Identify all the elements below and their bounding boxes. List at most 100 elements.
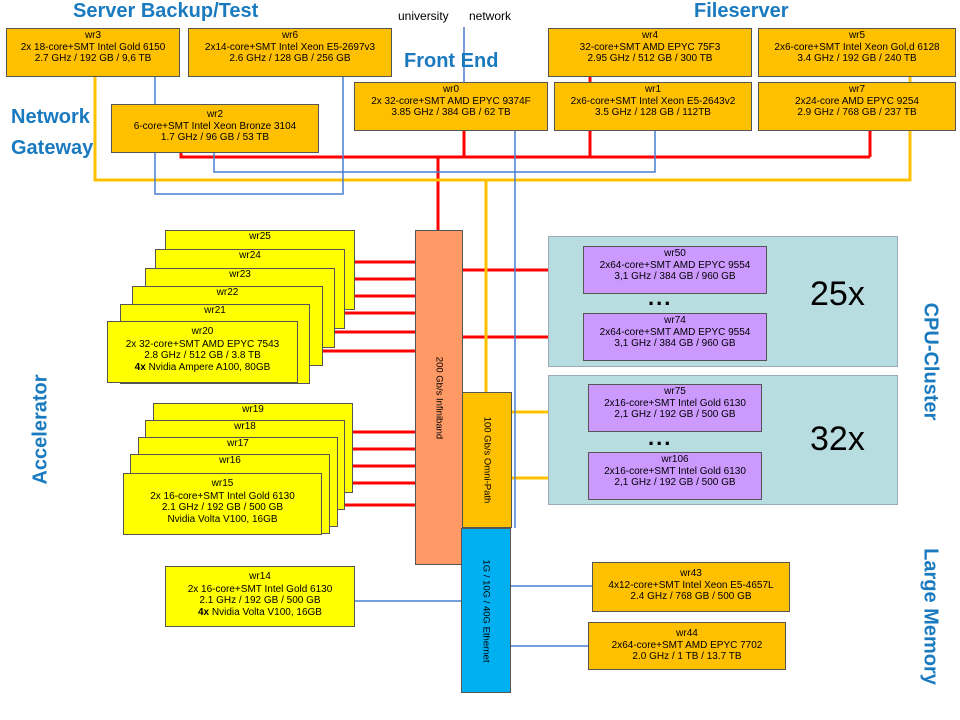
server-wr3[interactable]: wr3 2x 18-core+SMT Intel Gold 6150 2.7 G…	[6, 28, 180, 77]
server-name: wr16	[219, 455, 241, 466]
server-name: wr17	[227, 438, 249, 449]
cpu-cluster-heading: CPU-Cluster	[919, 302, 942, 421]
network-gateway-heading-line2: Gateway	[11, 137, 94, 159]
server-name: wr18	[234, 421, 256, 432]
server-specs: 3.5 GHz / 128 GB / 112TB	[595, 107, 711, 118]
server-specs: 3.4 GHz / 192 GB / 240 TB	[797, 53, 917, 64]
server-cpu: 2x6-core+SMT Intel Xeon Gol,d 6128	[774, 41, 940, 53]
server-wr15[interactable]: wr15 2x 16-core+SMT Intel Gold 6130 2.1 …	[123, 473, 322, 535]
amd-node-count: 25x	[810, 275, 865, 313]
server-cpu: 2x16-core+SMT Intel Gold 6130	[604, 465, 746, 477]
server-name: wr1	[644, 84, 662, 95]
server-cpu: 2x 32-core+SMT AMD EPYC 7543	[125, 338, 280, 350]
gpu-count: 4x	[134, 361, 146, 373]
server-wr7[interactable]: wr7 2x24-core AMD EPYC 9254 2.9 GHz / 76…	[758, 82, 956, 131]
ethernet-links	[154, 27, 656, 647]
server-wr106[interactable]: wr106 2x16-core+SMT Intel Gold 6130 2,1 …	[588, 452, 762, 500]
intel-node-count: 32x	[810, 420, 865, 458]
server-specs: 2.8 GHz / 512 GB / 3.8 TB	[144, 350, 261, 361]
gpu-model: Nvidia Volta V100, 16GB	[209, 606, 322, 618]
server-name: wr7	[848, 84, 866, 95]
server-specs: 2.7 GHz / 192 GB / 9,6 TB	[34, 53, 152, 64]
ethernet-label: 1G / 10G / 40G Ethernet	[480, 559, 492, 662]
server-specs: 3.85 GHz / 384 GB / 62 TB	[391, 107, 511, 118]
server-cpu: 2x14-core+SMT Intel Xeon E5-2697v3	[204, 41, 376, 53]
server-name: wr44	[676, 628, 698, 639]
server-name: wr21	[204, 305, 226, 316]
gpu-count: 4x	[198, 606, 210, 618]
server-name: wr14	[249, 571, 271, 582]
server-cpu: 2x64-core+SMT AMD EPYC 9554	[599, 259, 751, 271]
omnipath-switch[interactable]: 100 Gb/s Omni-Path	[462, 392, 512, 528]
server-cpu: 2x64-core+SMT AMD EPYC 7702	[611, 639, 763, 651]
server-cpu: 2x 16-core+SMT Intel Gold 6130	[150, 490, 295, 502]
server-name: wr4	[641, 30, 659, 41]
server-wr44[interactable]: wr44 2x64-core+SMT AMD EPYC 7702 2.0 GHz…	[588, 622, 786, 670]
gpu-model: Nvidia Ampere A100, 80GB	[145, 361, 271, 373]
infiniband-label: 200 Gb/s Infiniband	[433, 356, 445, 439]
server-cpu: 2x 18-core+SMT Intel Gold 6150	[20, 41, 166, 53]
server-name: wr6	[281, 30, 299, 41]
ethernet-switch[interactable]: 1G / 10G / 40G Ethernet	[461, 528, 511, 693]
server-backup-heading: Server Backup/Test	[73, 0, 259, 22]
server-cpu: 2x 16-core+SMT Intel Gold 6130	[187, 583, 333, 595]
server-gpu: 4x Nvidia Volta V100, 16GB	[166, 607, 354, 619]
server-specs: 1.7 GHz / 96 GB / 53 TB	[160, 132, 270, 143]
server-specs: 2.4 GHz / 768 GB / 500 GB	[630, 591, 752, 602]
accelerator-heading: Accelerator	[29, 374, 52, 485]
server-gpu: 4x Nvidia Ampere A100, 80GB	[108, 362, 297, 374]
server-name: wr75	[664, 386, 686, 397]
omnipath-label: 100 Gb/s Omni-Path	[481, 416, 493, 504]
server-cpu: 4x12-core+SMT Intel Xeon E5-4657L	[608, 579, 774, 591]
server-specs: 2.9 GHz / 768 GB / 237 TB	[797, 107, 917, 118]
server-specs: 2,1 GHz / 192 GB / 500 GB	[614, 409, 736, 420]
server-wr75[interactable]: wr75 2x16-core+SMT Intel Gold 6130 2,1 G…	[588, 384, 762, 432]
server-name: wr5	[848, 30, 866, 41]
server-gpu: Nvidia Volta V100, 16GB	[167, 513, 278, 525]
large-memory-heading: Large Memory	[919, 548, 942, 685]
server-name: wr2	[206, 109, 224, 120]
university-network-label-2: network	[469, 9, 512, 23]
server-name: wr43	[680, 568, 702, 579]
server-wr43[interactable]: wr43 4x12-core+SMT Intel Xeon E5-4657L 2…	[592, 562, 790, 612]
server-name: wr106	[661, 454, 689, 465]
server-cpu: 2x 32-core+SMT AMD EPYC 9374F	[371, 95, 531, 107]
server-wr20[interactable]: wr20 2x 32-core+SMT AMD EPYC 7543 2.8 GH…	[107, 321, 298, 383]
server-cpu: 2x64-core+SMT AMD EPYC 9554	[599, 326, 751, 338]
server-specs: 3,1 GHz / 384 GB / 960 GB	[614, 271, 736, 282]
server-cpu: 2x16-core+SMT Intel Gold 6130	[604, 397, 746, 409]
server-wr50[interactable]: wr50 2x64-core+SMT AMD EPYC 9554 3,1 GHz…	[583, 246, 767, 294]
server-name: wr3	[84, 30, 102, 41]
server-wr5[interactable]: wr5 2x6-core+SMT Intel Xeon Gol,d 6128 3…	[758, 28, 956, 77]
server-specs: 2.1 GHz / 192 GB / 500 GB	[161, 502, 284, 513]
server-wr6[interactable]: wr6 2x14-core+SMT Intel Xeon E5-2697v3 2…	[188, 28, 392, 77]
server-specs: 3,1 GHz / 384 GB / 960 GB	[614, 338, 736, 349]
server-name: wr23	[229, 269, 251, 280]
server-cpu: 32-core+SMT AMD EPYC 75F3	[579, 41, 721, 53]
server-specs: 2.1 GHz / 192 GB / 500 GB	[199, 595, 321, 606]
server-cpu: 2x6-core+SMT Intel Xeon E5-2643v2	[570, 95, 736, 107]
server-cpu: 2x24-core AMD EPYC 9254	[795, 95, 919, 107]
network-gateway-heading-line1: Network	[11, 106, 90, 128]
server-specs: 2,1 GHz / 192 GB / 500 GB	[614, 477, 736, 488]
server-wr2[interactable]: wr2 6-core+SMT Intel Xeon Bronze 3104 1.…	[111, 104, 319, 153]
fileserver-heading: Fileserver	[694, 0, 789, 22]
front-end-heading: Front End	[404, 50, 499, 72]
university-network-label-1: university	[398, 9, 449, 23]
server-wr0[interactable]: wr0 2x 32-core+SMT AMD EPYC 9374F 3.85 G…	[354, 82, 548, 131]
server-specs: 2.0 GHz / 1 TB / 13.7 TB	[632, 651, 742, 662]
server-wr4[interactable]: wr4 32-core+SMT AMD EPYC 75F3 2.95 GHz /…	[548, 28, 752, 77]
server-wr1[interactable]: wr1 2x6-core+SMT Intel Xeon E5-2643v2 3.…	[554, 82, 752, 131]
server-name: wr19	[242, 404, 264, 415]
server-wr14[interactable]: wr14 2x 16-core+SMT Intel Gold 6130 2.1 …	[165, 566, 355, 627]
server-name: wr24	[239, 250, 261, 261]
server-specs: 2.6 GHz / 128 GB / 256 GB	[229, 53, 351, 64]
server-wr74[interactable]: wr74 2x64-core+SMT AMD EPYC 9554 3,1 GHz…	[583, 313, 767, 361]
server-name: wr15	[211, 478, 234, 489]
server-name: wr25	[249, 231, 271, 242]
server-cpu: 6-core+SMT Intel Xeon Bronze 3104	[133, 120, 297, 132]
server-name: wr22	[216, 287, 239, 298]
infiniband-switch[interactable]: 200 Gb/s Infiniband	[415, 230, 463, 565]
server-name: wr74	[664, 315, 686, 326]
server-name: wr0	[442, 84, 460, 95]
